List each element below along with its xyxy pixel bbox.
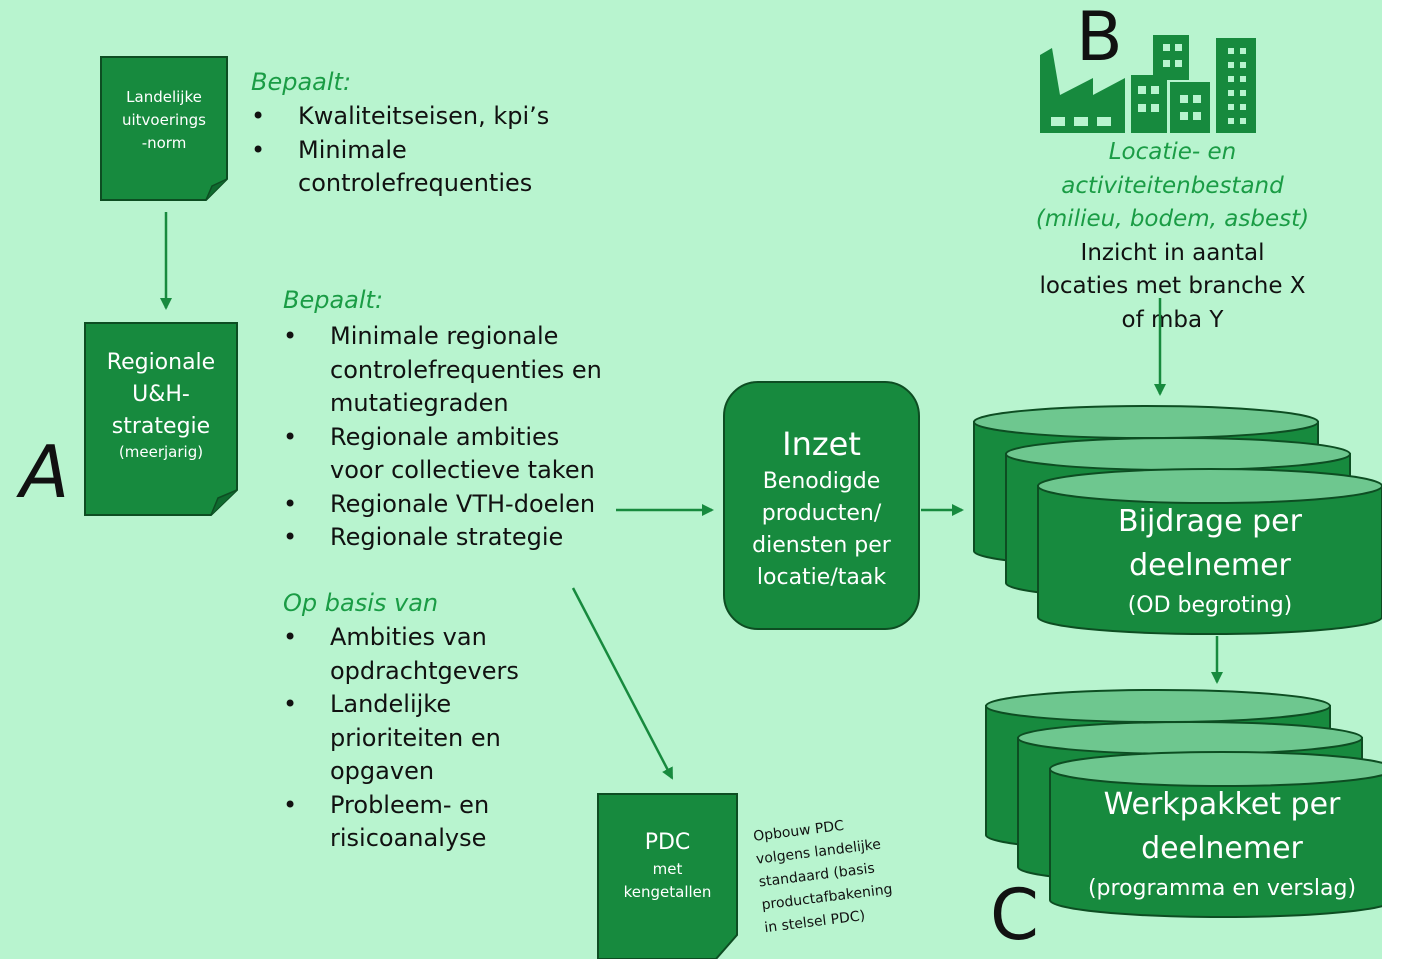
werkpakket-line-3: (programma en verslag) <box>1087 876 1357 901</box>
inzet-title: Inzet <box>782 425 861 463</box>
norm-list: Kwaliteitseisen, kpi’s Minimale controle… <box>251 100 571 201</box>
label-c: C <box>990 874 1039 956</box>
basis-list: Ambities van opdrachtgevers Landelijke p… <box>283 621 593 856</box>
bijdrage-line-1: Bijdrage per <box>1118 504 1302 539</box>
strategy-line-2: U&H- <box>132 382 190 407</box>
norm-item: Minimale controlefrequenties <box>251 134 538 201</box>
werkpakket-line-1: Werkpakket per <box>1103 787 1341 822</box>
pdc-title: PDC <box>644 830 691 855</box>
basis-item: Landelijke prioriteiten en opgaven <box>283 688 590 789</box>
werkpakket-cylinder-front <box>1049 751 1382 918</box>
norm-line-2: uitvoerings <box>121 111 207 129</box>
pdc-line-2: kengetallen <box>623 883 712 901</box>
strategy-line-3: strategie <box>111 414 211 439</box>
location-title-1: Locatie- en <box>1108 139 1237 165</box>
strategy-item: Regionale ambities voor collectieve take… <box>283 421 613 488</box>
strategy-item: Minimale regionale controlefrequenties e… <box>283 320 613 421</box>
basis-item: Ambities van opdrachtgevers <box>283 621 530 688</box>
norm-line-1: Landelijke <box>126 88 202 106</box>
norm-heading: Bepaalt: <box>251 68 352 96</box>
pdc-document-label: PDC met kengetallen <box>598 828 737 904</box>
strategy-heading: Bepaalt: <box>283 286 384 314</box>
pdc-note: Opbouw PDC volgens landelijke standaard … <box>752 805 935 940</box>
arrow-strategie-to-pdc <box>571 587 674 780</box>
strategy-line-4: (meerjarig) <box>118 443 204 461</box>
strategy-document-label: Regionale U&H- strategie (meerjarig) <box>85 347 237 461</box>
location-desc-2: locaties met branche X <box>1039 273 1306 299</box>
pdc-line-1: met <box>652 860 683 878</box>
bijdrage-line-3: (OD begroting) <box>1127 593 1293 618</box>
norm-document-label: Landelijke uitvoerings -norm <box>101 86 227 155</box>
bijdrage-cylinder-front <box>1037 468 1382 635</box>
inzet-line-3: diensten per <box>752 533 891 558</box>
norm-item: Kwaliteitseisen, kpi’s <box>251 100 571 134</box>
werkpakket-line-2: deelnemer <box>1141 831 1303 866</box>
location-desc-1: Inzicht in aantal <box>1080 239 1265 266</box>
strategy-line-1: Regionale <box>106 350 216 375</box>
bijdrage-label: Bijdrage per deelnemer (OD begroting) <box>1038 500 1382 624</box>
location-desc-3: of mba Y <box>1121 306 1224 333</box>
werkpakket-label: Werkpakket per deelnemer (programma en v… <box>1050 783 1382 907</box>
pdc-document-shape <box>597 793 738 959</box>
location-block: Locatie- en activiteitenbestand (milieu,… <box>1030 136 1315 337</box>
location-title-2: activiteitenbestand <box>1061 172 1284 199</box>
inzet-line-4: locatie/taak <box>756 565 887 590</box>
location-title-3: (milieu, bodem, asbest) <box>1035 206 1310 232</box>
norm-line-3: -norm <box>141 134 187 152</box>
strategy-item: Regionale strategie <box>283 521 613 555</box>
inzet-line-2: producten/ <box>761 501 882 526</box>
label-b: B <box>1076 0 1123 77</box>
label-a: A <box>20 430 70 514</box>
strategy-list: Minimale regionale controlefrequenties e… <box>283 320 613 555</box>
inzet-box-shape <box>723 381 920 630</box>
factory-and-buildings-icon <box>1040 35 1256 133</box>
basis-item: Probleem- en risicoanalyse <box>283 789 500 856</box>
bijdrage-line-2: deelnemer <box>1129 548 1291 583</box>
inzet-line-1: Benodigde <box>762 469 881 494</box>
inzet-box-label: Inzet Benodigde producten/ diensten per … <box>724 422 919 594</box>
strategy-item: Regionale VTH-doelen <box>283 488 613 522</box>
basis-heading: Op basis van <box>283 589 439 617</box>
